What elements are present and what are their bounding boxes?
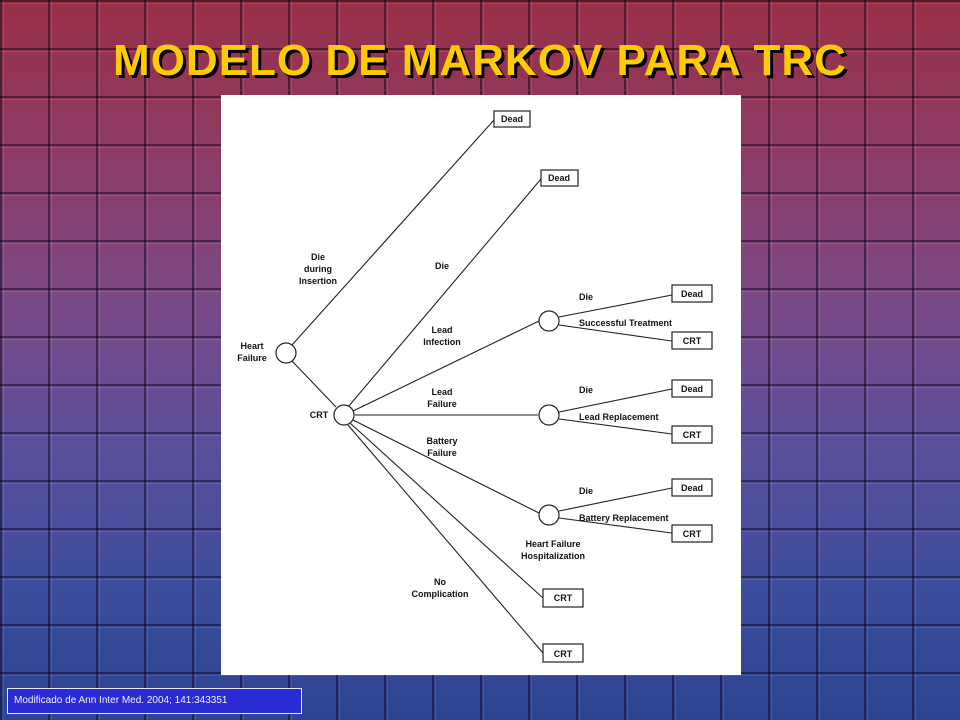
- terminal-crt-5: CRT: [542, 643, 584, 663]
- infection-die-label: Die: [579, 292, 593, 302]
- edge-hf-dead: [291, 119, 495, 346]
- terminal-dead-3: Dead: [671, 284, 713, 303]
- terminal-dead-label: Dead: [548, 173, 570, 183]
- battery-die-label: Die: [579, 486, 593, 496]
- terminal-dead-5: Dead: [671, 478, 713, 497]
- slide-title: MODELO DE MARKOV PARA TRC: [113, 36, 847, 85]
- battery-failure-line2: Failure: [427, 448, 457, 458]
- successful-treatment-label: Successful Treatment: [579, 318, 672, 328]
- no-complication-line1: No: [434, 577, 446, 587]
- die-label: Die: [435, 261, 449, 271]
- edge-crt-dead: [347, 178, 542, 408]
- crt-node: [333, 404, 355, 426]
- hf-hospitalization-line1: Heart Failure: [525, 539, 580, 549]
- terminal-dead-1: Dead: [493, 110, 531, 128]
- edge-crt-hosp: [349, 422, 544, 599]
- die-during-insertion-line2: during: [304, 264, 332, 274]
- lead-failure-line1: Lead: [431, 387, 452, 397]
- battery-failure-node: [538, 504, 560, 526]
- edge-infection-crt: [558, 324, 673, 342]
- terminal-dead-label: Dead: [681, 483, 703, 493]
- terminal-crt-4: CRT: [542, 588, 584, 608]
- terminal-crt-label: CRT: [683, 529, 702, 539]
- citation-box: Modificado de Ann Inter Med. 2004; 141:3…: [7, 688, 302, 714]
- terminal-dead-4: Dead: [671, 379, 713, 398]
- markov-diagram: Dead Dead Dead CRT Dead CRT Dead CRT: [221, 95, 741, 675]
- terminal-crt-1: CRT: [671, 331, 713, 350]
- terminal-dead-label: Dead: [501, 114, 523, 124]
- lead-replacement-label: Lead Replacement: [579, 412, 659, 422]
- edge-hf-crt: [291, 360, 337, 408]
- terminal-dead-label: Dead: [681, 384, 703, 394]
- heart-failure-label-line1: Heart: [240, 341, 263, 351]
- edge-crt-infection: [352, 320, 540, 412]
- lead-infection-line1: Lead: [431, 325, 452, 335]
- lead-failure-node: [538, 404, 560, 426]
- terminal-crt-label: CRT: [554, 649, 573, 659]
- terminal-crt-2: CRT: [671, 425, 713, 444]
- edge-crt-nocomp: [347, 424, 544, 654]
- heart-failure-node: [275, 342, 297, 364]
- terminal-dead-2: Dead: [540, 169, 579, 187]
- die-during-insertion-line1: Die: [311, 252, 325, 262]
- lead-infection-line2: Infection: [423, 337, 461, 347]
- crt-node-label: CRT: [310, 410, 329, 420]
- edge-battery-crt: [558, 517, 673, 534]
- terminal-crt-label: CRT: [683, 336, 702, 346]
- edge-infection-dead: [558, 294, 673, 318]
- edge-leadfail-dead: [558, 388, 673, 413]
- terminal-dead-label: Dead: [681, 289, 703, 299]
- terminal-crt-3: CRT: [671, 524, 713, 543]
- markov-tree-svg: Dead Dead Dead CRT Dead CRT Dead CRT: [237, 110, 713, 663]
- hf-hospitalization-line2: Hospitalization: [521, 551, 585, 561]
- edge-leadfail-crt: [558, 418, 673, 435]
- terminal-crt-label: CRT: [554, 593, 573, 603]
- no-complication-line2: Complication: [411, 589, 468, 599]
- die-during-insertion-line3: Insertion: [299, 276, 337, 286]
- lead-failure-line2: Failure: [427, 399, 457, 409]
- heart-failure-label-line2: Failure: [237, 353, 267, 363]
- lead-infection-node: [538, 310, 560, 332]
- terminal-crt-label: CRT: [683, 430, 702, 440]
- battery-replacement-label: Battery Replacement: [579, 513, 669, 523]
- leadfail-die-label: Die: [579, 385, 593, 395]
- battery-failure-line1: Battery: [426, 436, 457, 446]
- edge-crt-battery: [352, 419, 540, 514]
- edge-battery-dead: [558, 487, 673, 512]
